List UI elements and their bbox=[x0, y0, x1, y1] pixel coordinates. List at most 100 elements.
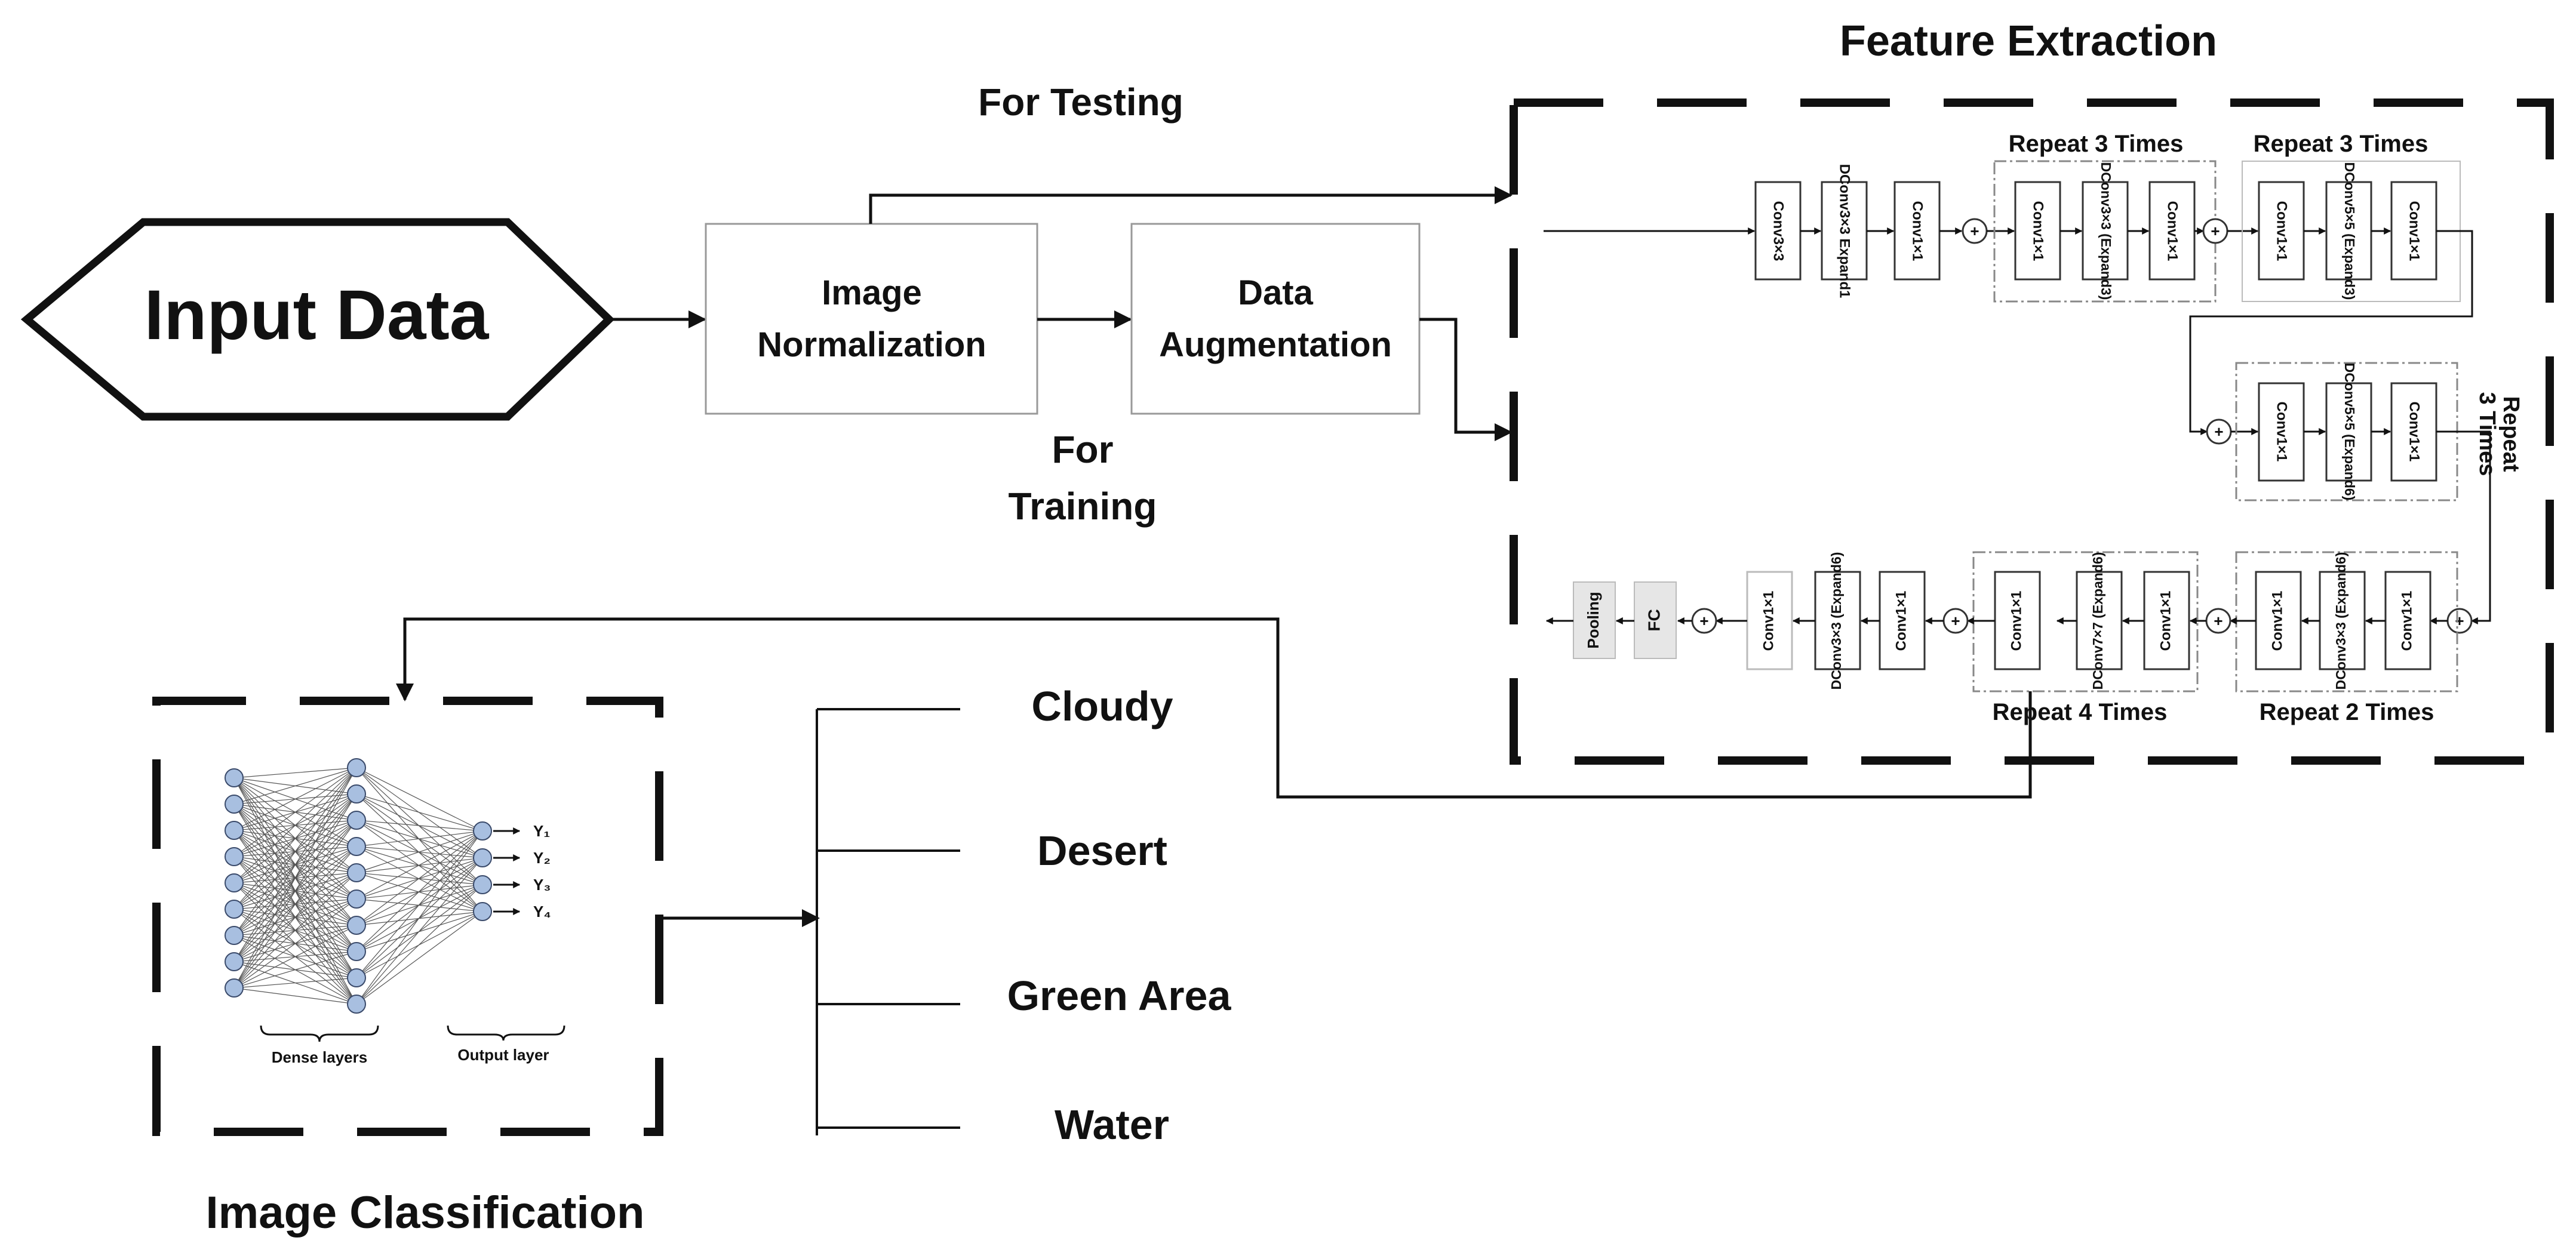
nn-node bbox=[347, 784, 366, 804]
output-layer-label: Output layer bbox=[457, 1046, 549, 1064]
svg-text:DConv3×3 (Expand6): DConv3×3 (Expand6) bbox=[2333, 552, 2348, 690]
svg-text:FC: FC bbox=[1644, 609, 1663, 631]
block-fc: FC bbox=[1634, 581, 1677, 659]
group1-label: Repeat 3 Times bbox=[2009, 131, 2184, 157]
output-layer-brace bbox=[447, 1025, 565, 1041]
arrow-training-path bbox=[1419, 318, 1513, 441]
nn-node bbox=[347, 968, 366, 987]
svg-text:DConv7×7 (Expand6): DConv7×7 (Expand6) bbox=[2090, 552, 2105, 690]
nn-connection bbox=[356, 857, 483, 1005]
block-r3-conv1x1-b: Conv1×1 bbox=[1746, 571, 1793, 670]
block-g1-conv1x1-a: Conv1×1 bbox=[2014, 181, 2061, 281]
classification-title: Image Classification bbox=[206, 1187, 645, 1238]
svg-text:Conv1×1: Conv1×1 bbox=[2406, 402, 2423, 462]
block-g3-dconv5x5: DConv5×5 (Expand6) bbox=[2325, 363, 2372, 500]
nn-node bbox=[347, 863, 366, 882]
add-node-r3a: + bbox=[2446, 608, 2473, 634]
nn-connection bbox=[233, 820, 357, 989]
nn-connection bbox=[356, 830, 483, 847]
group3-label: Repeat 3 Times bbox=[2474, 392, 2523, 476]
nn-node bbox=[225, 952, 244, 971]
nn-node bbox=[347, 916, 366, 935]
block-g3-conv1x1-b: Conv1×1 bbox=[2390, 382, 2437, 482]
svg-text:Conv1×1: Conv1×1 bbox=[2157, 591, 2174, 651]
nn-node bbox=[473, 902, 492, 921]
svg-text:+: + bbox=[2214, 423, 2223, 441]
svg-text:Pooling: Pooling bbox=[1584, 592, 1602, 648]
svg-text:+: + bbox=[1699, 612, 1708, 630]
svg-text:DConv3×3 (Expand3): DConv3×3 (Expand3) bbox=[2098, 162, 2114, 300]
classification-frame bbox=[152, 697, 663, 1136]
add-node-r3b: + bbox=[2205, 608, 2231, 634]
nn-node bbox=[347, 758, 366, 777]
block-r1-conv1x1: Conv1×1 bbox=[1893, 181, 1941, 281]
feature-extraction-title: Feature Extraction bbox=[1840, 17, 2217, 65]
add-node-r1a: + bbox=[1962, 218, 1988, 244]
class-cloudy: Cloudy bbox=[1031, 683, 1173, 729]
group4-label: Repeat 2 Times bbox=[2260, 699, 2434, 725]
class-green-area: Green Area bbox=[1007, 972, 1232, 1019]
nn-node bbox=[473, 848, 492, 867]
block-g4-dconv3x3: DConv3×3 (Expand6) bbox=[2319, 552, 2366, 690]
class-water: Water bbox=[1055, 1101, 1169, 1148]
svg-text:+: + bbox=[2211, 222, 2220, 240]
svg-text:Conv1×1: Conv1×1 bbox=[2008, 591, 2024, 651]
normalization-box: Image Normalization bbox=[705, 223, 1038, 415]
nn-connection bbox=[356, 830, 483, 952]
add-node-r2: + bbox=[2206, 418, 2232, 445]
dense-layers-label: Dense layers bbox=[272, 1048, 367, 1066]
connector-row2-to-row3 bbox=[2436, 430, 2491, 624]
input-data-label: Input Data bbox=[145, 276, 490, 355]
add-node-r1b: + bbox=[2202, 218, 2228, 244]
augmentation-box: Data Augmentation bbox=[1130, 223, 1421, 415]
nn-connection bbox=[233, 977, 357, 989]
nn-node bbox=[347, 942, 366, 961]
nn-node bbox=[225, 926, 244, 945]
add-node-r3c: + bbox=[1942, 608, 1969, 634]
nn-connection bbox=[356, 830, 483, 926]
block-r3-conv1x1-a: Conv1×1 bbox=[1879, 571, 1926, 670]
input-data-node: Input Data bbox=[20, 218, 615, 421]
nn-connection bbox=[233, 767, 357, 962]
block-g1-dconv3x3: DConv3×3 (Expand3) bbox=[2082, 162, 2129, 300]
nn-output-label: Y₁ bbox=[533, 822, 550, 840]
normalization-label-line1: Image bbox=[822, 273, 922, 312]
nn-node bbox=[347, 889, 366, 909]
block-g2-dconv5x5: DConv5×5 (Expand3) bbox=[2325, 162, 2372, 300]
svg-text:DConv5×5 (Expand3): DConv5×5 (Expand3) bbox=[2342, 162, 2357, 300]
dense-layers-brace bbox=[260, 1025, 379, 1042]
svg-text:Conv1×1: Conv1×1 bbox=[2274, 201, 2290, 261]
nn-connection bbox=[233, 898, 357, 989]
svg-text:DConv3×3 (Expand6): DConv3×3 (Expand6) bbox=[1828, 552, 1844, 690]
nn-node bbox=[225, 978, 244, 998]
connector-row1-to-row2 bbox=[2189, 230, 2473, 435]
for-testing-label: For Testing bbox=[978, 81, 1184, 124]
nn-connection bbox=[233, 767, 357, 884]
group3-label-line1: Repeat bbox=[2498, 396, 2523, 472]
augmentation-label-line1: Data bbox=[1238, 273, 1313, 312]
nn-node bbox=[225, 768, 244, 787]
nn-connection bbox=[233, 767, 357, 936]
nn-output-label: Y₂ bbox=[533, 849, 551, 867]
nn-connection bbox=[233, 925, 357, 989]
svg-text:Conv1×1: Conv1×1 bbox=[2274, 402, 2290, 462]
svg-text:Conv1×1: Conv1×1 bbox=[1893, 591, 1909, 651]
svg-text:+: + bbox=[1951, 612, 1960, 630]
nn-node bbox=[473, 821, 492, 841]
block-g5-dconv7x7: DConv7×7 (Expand6) bbox=[2076, 552, 2123, 690]
nn-connection bbox=[233, 767, 357, 805]
nn-node bbox=[347, 837, 366, 856]
svg-text:Conv1×1: Conv1×1 bbox=[2165, 201, 2181, 261]
block-g5-conv1x1-a: Conv1×1 bbox=[2143, 571, 2190, 670]
connector-features-to-classifier bbox=[396, 617, 2032, 799]
nn-node bbox=[225, 821, 244, 840]
nn-connection bbox=[356, 830, 483, 978]
nn-connection bbox=[356, 830, 483, 900]
block-g4-conv1x1-a: Conv1×1 bbox=[2384, 571, 2431, 670]
nn-connection bbox=[233, 846, 357, 989]
block-r1-conv3x3: Conv3×3 bbox=[1754, 181, 1802, 281]
nn-node bbox=[473, 875, 492, 894]
block-g1-conv1x1-b: Conv1×1 bbox=[2148, 181, 2196, 281]
nn-connection bbox=[356, 911, 483, 1005]
